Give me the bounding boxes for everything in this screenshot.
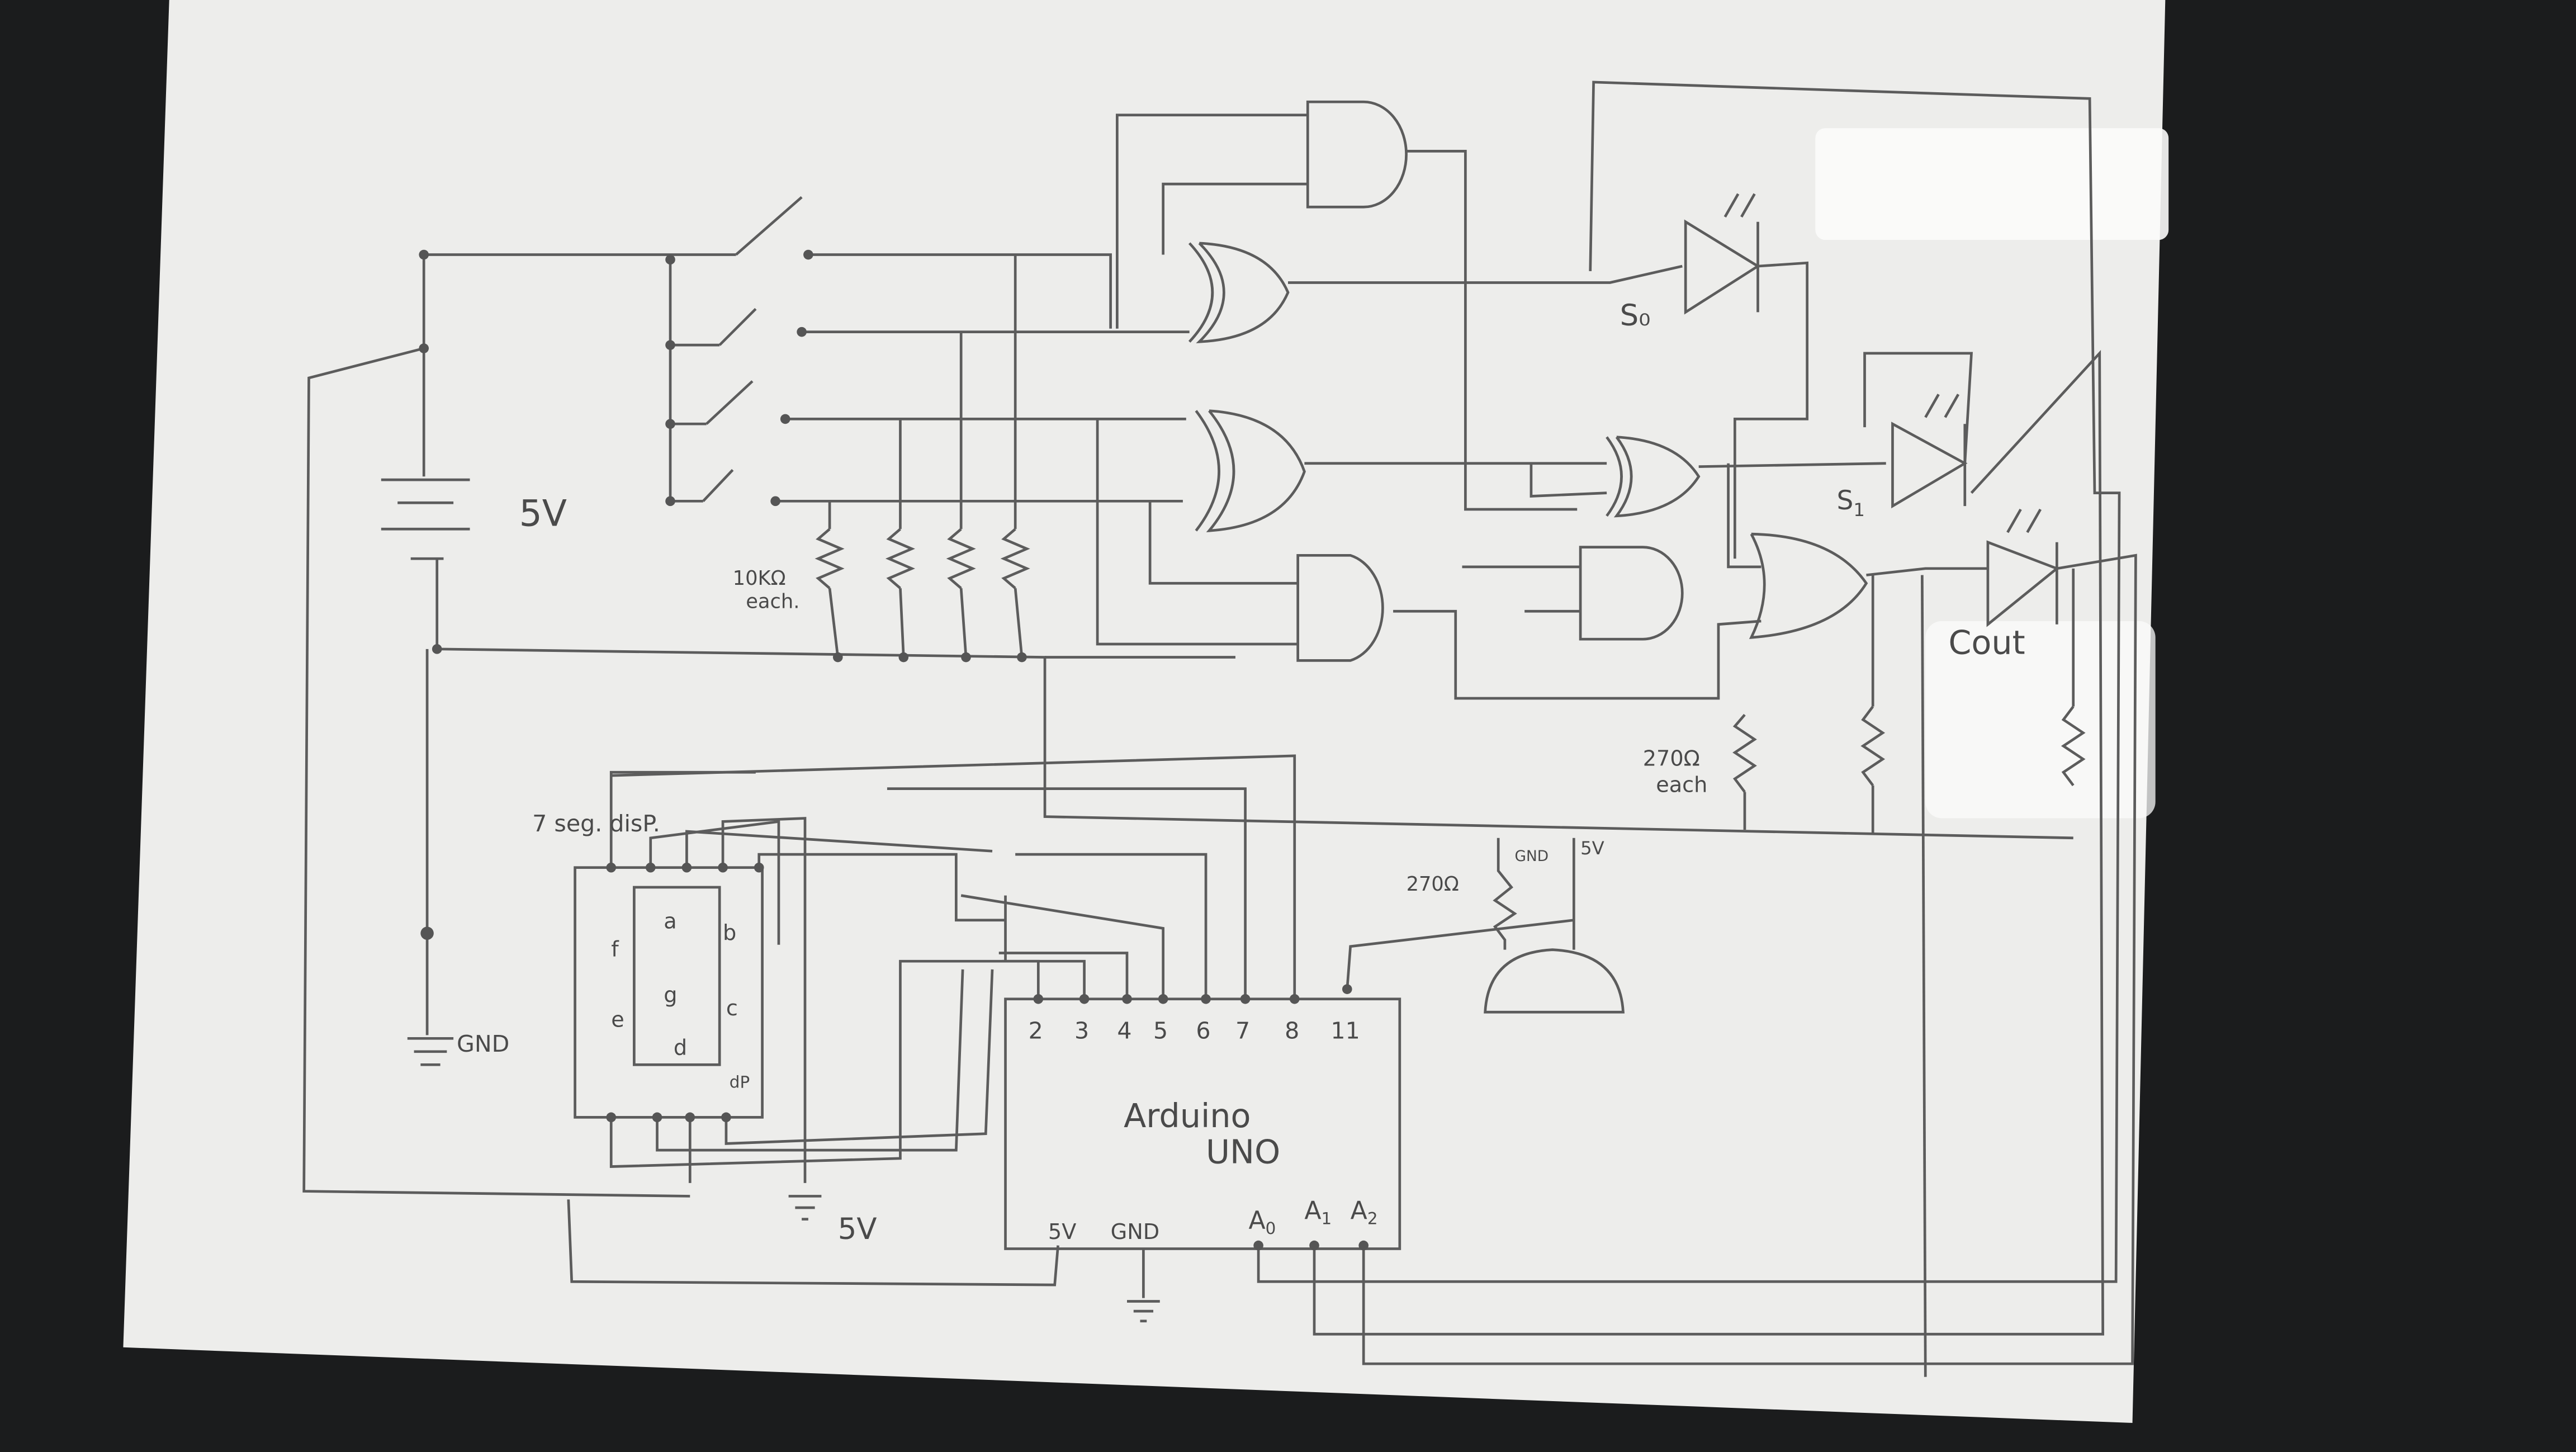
- pin-7: 7: [1235, 1017, 1250, 1044]
- led-resistor-note: each: [1656, 773, 1707, 797]
- pin-a1: A1: [1304, 1197, 1332, 1228]
- pin-gnd: GND: [1111, 1220, 1160, 1245]
- seg-a-label: a: [664, 909, 676, 934]
- pin-11: 11: [1330, 1017, 1360, 1044]
- pin-5: 5: [1153, 1017, 1168, 1044]
- seg-5v-label: 5V: [838, 1212, 877, 1246]
- paper-sheet: [123, 0, 2166, 1423]
- seg-d-label: d: [674, 1036, 687, 1061]
- battery-label: 5V: [519, 493, 567, 535]
- pin-5v: 5V: [1048, 1220, 1076, 1245]
- wires: [302, 81, 2137, 1377]
- seven-seg-title: 7 seg. disP.: [532, 810, 660, 837]
- pin-6: 6: [1196, 1017, 1210, 1044]
- s1-label: S1: [1837, 485, 1865, 521]
- gnd-label: GND: [457, 1030, 509, 1057]
- buzzer-5v-label: 5V: [1580, 838, 1604, 859]
- pin-2: 2: [1029, 1017, 1043, 1044]
- led-resistor-value: 270Ω: [1643, 746, 1700, 771]
- pin-8: 8: [1285, 1017, 1299, 1044]
- pulldown-value: 10KΩ: [733, 567, 786, 590]
- pin-a2: A2: [1351, 1197, 1378, 1228]
- pin-4: 4: [1117, 1017, 1131, 1044]
- arduino-title: Arduino: [1124, 1096, 1251, 1135]
- seg-dp-label: dP: [730, 1072, 750, 1091]
- pin-3: 3: [1074, 1017, 1089, 1044]
- pin-a0: A0: [1248, 1207, 1276, 1238]
- cout-label: Cout: [1948, 623, 2025, 662]
- buzzer-gnd-label: GND: [1515, 848, 1549, 865]
- seg-c-label: c: [726, 996, 738, 1021]
- seg-e-label: e: [611, 1008, 624, 1033]
- glare-mid: [1925, 621, 2156, 819]
- pulldown-note: each.: [746, 590, 799, 613]
- s0-label: S₀: [1620, 299, 1651, 333]
- text-labels: 5V 10KΩ each. GND S₀ S1 Cout 270Ω each 2…: [457, 299, 2025, 1246]
- seg-g-label: g: [664, 983, 677, 1008]
- buzzer-resistor-value: 270Ω: [1407, 873, 1459, 896]
- seg-b-label: b: [723, 921, 736, 945]
- seg-f-label: f: [611, 937, 619, 962]
- junction-dots: [419, 249, 1368, 1251]
- arduino-model: UNO: [1206, 1133, 1280, 1171]
- glare-top: [1815, 128, 2169, 240]
